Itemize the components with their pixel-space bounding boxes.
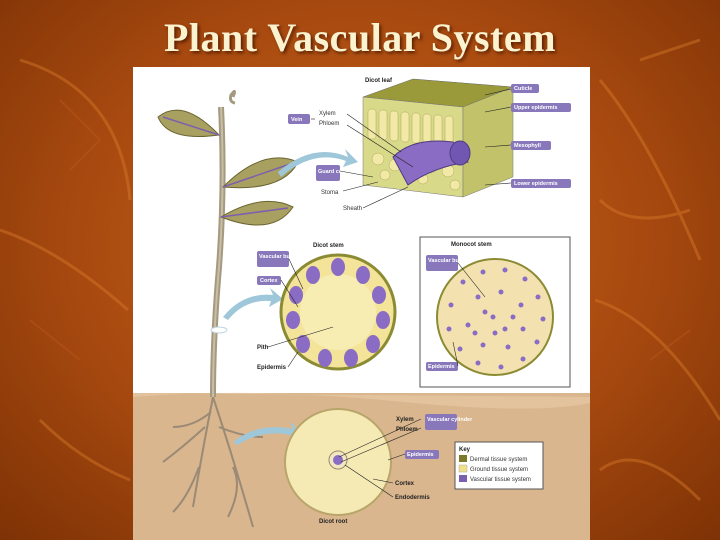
sheath-label: Sheath (343, 206, 362, 212)
mesophyll-label: Mesophyll (514, 143, 541, 149)
legend-key: Key Dermal tissue system Ground tissue s… (454, 441, 544, 490)
stem-cut-marker (210, 326, 228, 334)
arrow-to-root-icon (233, 422, 303, 445)
key-swatch-ground (458, 464, 468, 473)
dicot-vascular-bundle-label: Vascular bundle (259, 254, 301, 260)
root-cortex-label: Cortex (395, 481, 415, 487)
key-swatch-vascular (459, 475, 467, 482)
monocot-vascular-bundle-label: Vascular bundle (428, 258, 470, 264)
lower-epidermis-label: Lower epidermis (514, 181, 558, 187)
monocot-epidermis-label: Epidermis (428, 364, 455, 370)
dicot-stem-heading: Dicot stem (313, 243, 344, 249)
plant-roots (162, 396, 264, 528)
pith-label: Pith (257, 345, 269, 351)
slide-title: Plant Vascular System (163, 15, 557, 60)
leaf-cross-section (362, 78, 514, 198)
leaf-phloem-label: Phloem (319, 121, 339, 127)
stoma-label: Stoma (321, 190, 339, 196)
key-item-dermal: Dermal tissue system (470, 457, 527, 463)
vein-callout-box (288, 114, 310, 124)
endodermis-label: Endodermis (395, 495, 430, 501)
root-phloem-label: Phloem (396, 427, 418, 433)
leaf-upper (157, 109, 221, 138)
root-epidermis-label: Epidermis (407, 452, 434, 458)
dicot-stem-section (279, 253, 397, 371)
vascular-cylinder-label: Vascular cylinder (427, 417, 473, 423)
key-item-ground: Ground tissue system (470, 467, 528, 473)
monocot-stem-heading: Monocot stem (451, 242, 492, 248)
leaf-lower (219, 200, 294, 226)
arrow-to-leaf-icon (278, 149, 358, 177)
guard-cells-callout-box (316, 165, 340, 181)
leaf-heading: Dicot leaf (365, 78, 393, 84)
key-swatch-dermal (459, 455, 467, 462)
monocot-stem-section (436, 258, 554, 376)
key-heading: Key (459, 447, 471, 453)
arrow-to-stem-icon (223, 288, 283, 320)
upper-epidermis-label: Upper epidermis (514, 105, 557, 111)
root-caption: Dicot root (319, 519, 347, 525)
vein-label: Vein (291, 117, 303, 123)
dicot-epidermis-label: Epidermis (257, 365, 287, 371)
diagram-panel: Dicot leaf Vein Xylem Phloem Guard cells… (133, 67, 590, 540)
guard-cells-label: Guard cells (318, 169, 348, 175)
cuticle-label: Cuticle (514, 86, 532, 92)
leaf-vein-bundle (392, 140, 469, 186)
shoot-tip (229, 90, 237, 105)
plant-vascular-diagram: Dicot leaf Vein Xylem Phloem Guard cells… (133, 78, 590, 540)
cortex-label: Cortex (260, 278, 278, 284)
root-xylem-label: Xylem (396, 417, 414, 423)
root-section (284, 408, 392, 516)
leaf-right (221, 157, 299, 189)
monocot-stem-frame (419, 236, 571, 388)
soil-surface (133, 392, 590, 409)
leaf-xylem-label: Xylem (319, 111, 336, 117)
key-item-vascular: Vascular tissue system (470, 477, 531, 483)
